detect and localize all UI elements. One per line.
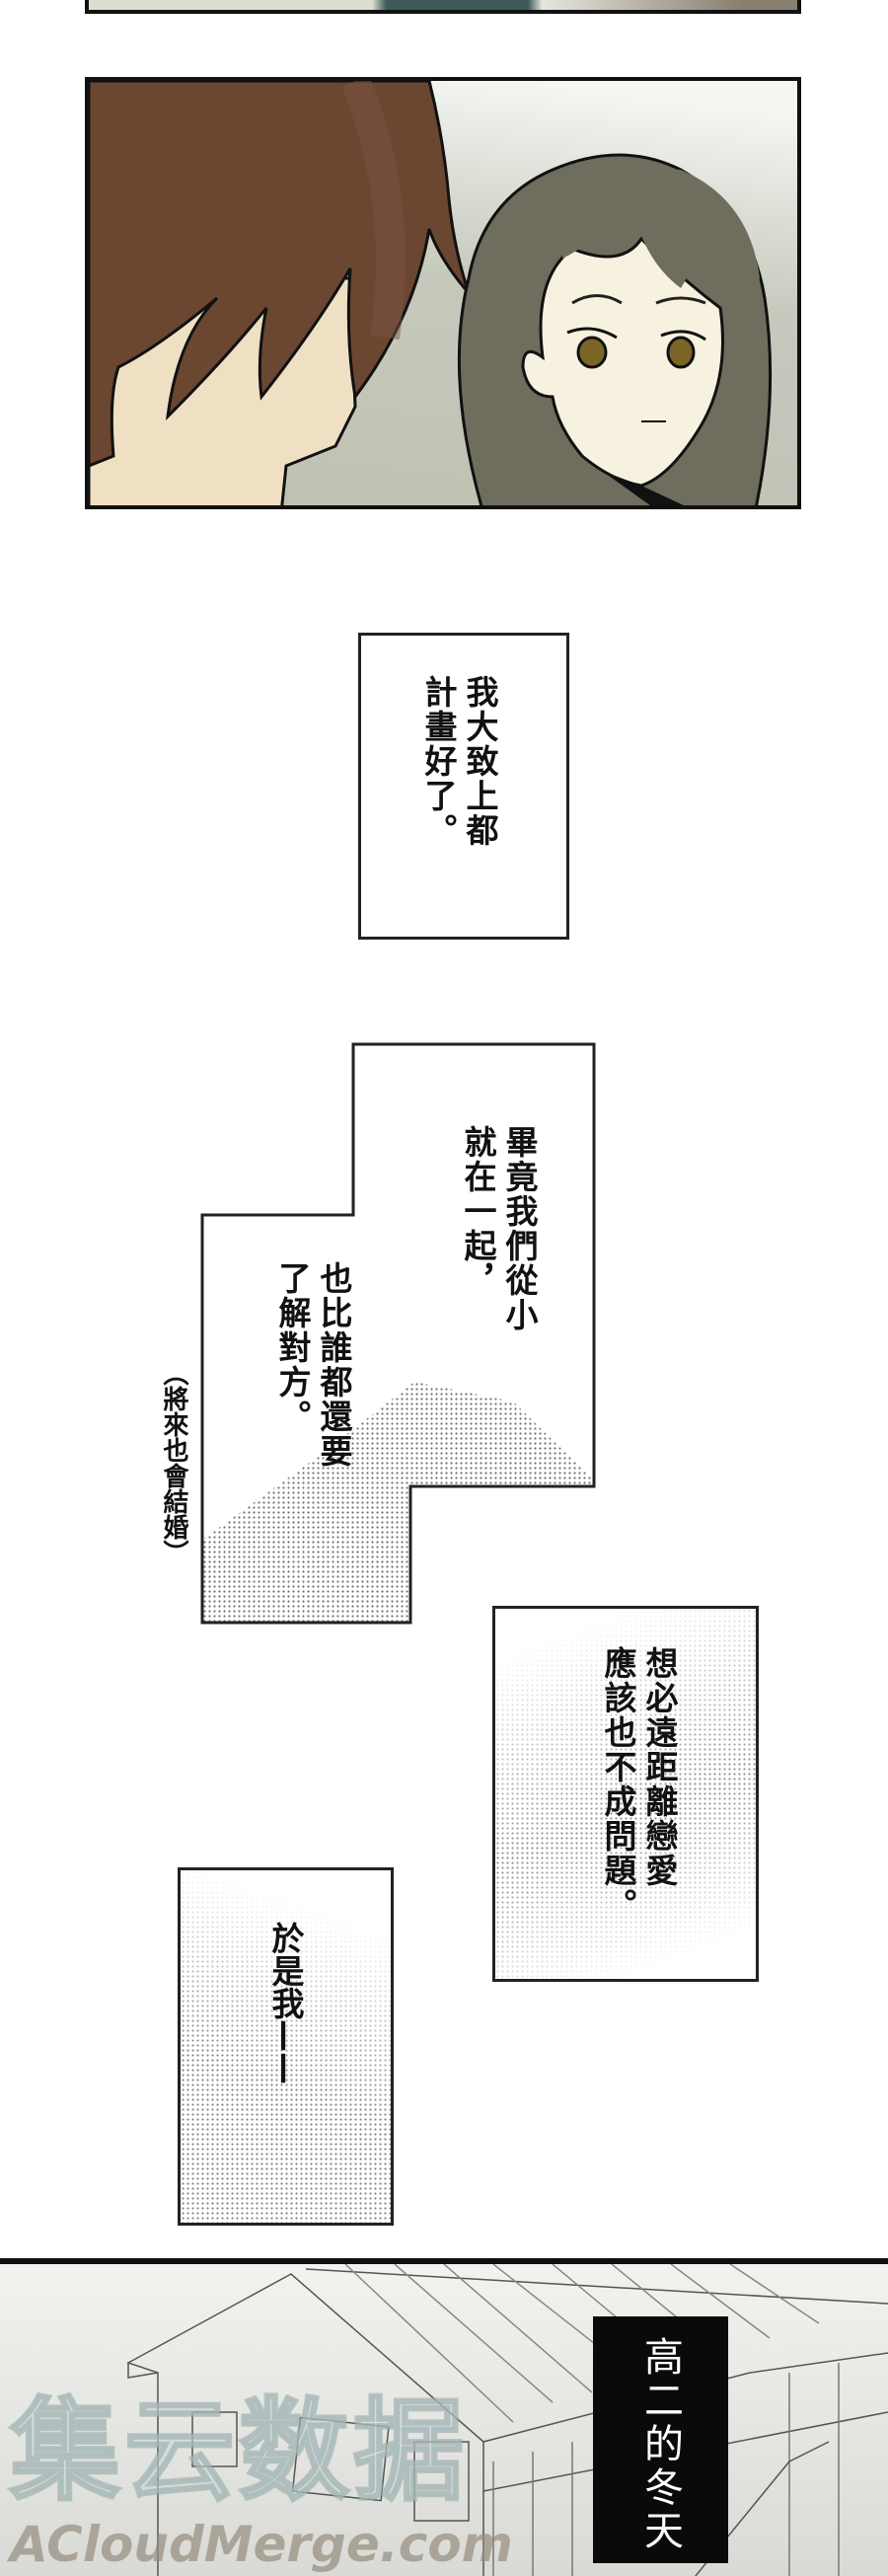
caption-line: 計畫好了。: [419, 675, 458, 848]
caption-line: 我大致上都: [461, 675, 499, 848]
caption-line: 了解對方。: [273, 1261, 312, 1434]
scene-label-box: 高二的冬天: [593, 2316, 728, 2563]
screentone: [495, 1609, 756, 1979]
watermark-en: ACloudMerge.com: [10, 2516, 513, 2573]
scene-label: 高二的冬天: [637, 2336, 683, 2553]
comic-panel-top: [85, 0, 801, 14]
caption-box-so-i: 於是我——: [178, 1867, 394, 2226]
caption-line: 就在一起，: [459, 1125, 497, 1298]
caption-box-plan: 我大致上都 計畫好了。: [358, 633, 569, 940]
caption-box-long-distance: 想必遠距離戀愛 應該也不成問題。: [492, 1606, 759, 1982]
caption-line: 想必遠距離戀愛: [640, 1646, 679, 1888]
caption-line: 畢竟我們從小: [500, 1125, 539, 1332]
screentone: [181, 1870, 391, 2223]
comic-panel-building: 高二的冬天 集云数据 ACloudMerge.com: [0, 2258, 888, 2576]
caption-line: 應該也不成問題。: [599, 1646, 637, 1923]
caption-line: 於是我——: [266, 1922, 305, 2084]
side-note: （將來也會結婚）: [159, 1360, 188, 1565]
watermark-cn: 集云数据: [9, 2387, 468, 2516]
girl-eye-right: [666, 336, 696, 369]
girl-eye-left: [576, 336, 608, 369]
caption-line: 也比誰都還要: [315, 1261, 353, 1469]
character-illustration: [89, 81, 797, 505]
building-illustration: [126, 2264, 888, 2576]
comic-panel-characters: [85, 77, 801, 509]
girl-face: [521, 236, 724, 488]
